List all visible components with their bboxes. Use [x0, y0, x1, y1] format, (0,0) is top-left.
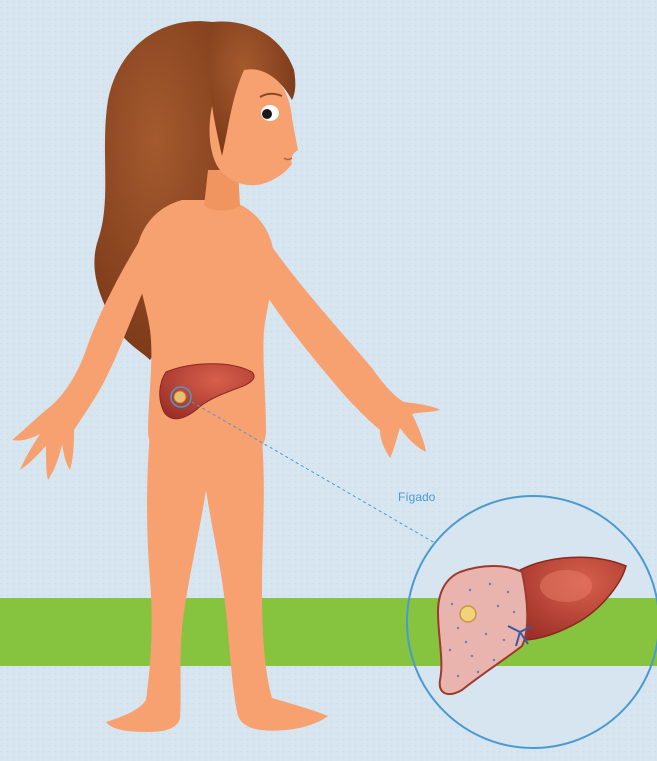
torso [137, 200, 274, 468]
pupil [262, 109, 272, 119]
tumor-spot [460, 606, 476, 622]
organ-label: Fígado [398, 490, 435, 504]
